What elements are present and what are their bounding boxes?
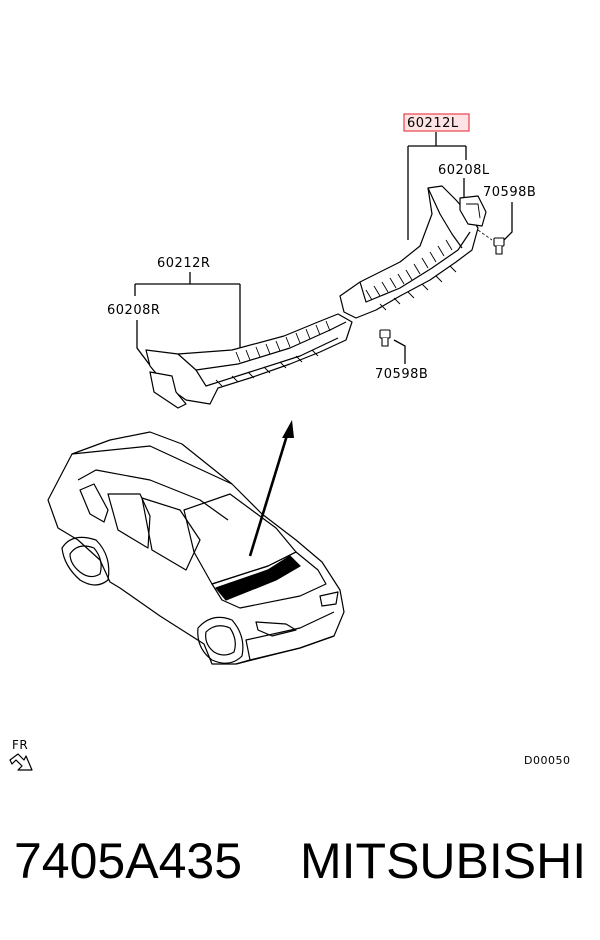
cowl-panel-assembly xyxy=(145,185,487,409)
label-70598B-top[interactable]: 70598B xyxy=(483,185,536,200)
location-arrow xyxy=(248,431,290,557)
clip-70598B-top xyxy=(493,237,505,255)
front-arrow-icon xyxy=(9,753,33,771)
label-60208R[interactable]: 60208R xyxy=(107,303,160,318)
label-70598B-bottom[interactable]: 70598B xyxy=(375,367,428,382)
brand-name: MITSUBISHI xyxy=(300,833,587,889)
bracket-60212R xyxy=(134,272,241,350)
diagram-code: D00050 xyxy=(524,754,570,767)
clip-70598B-bottom xyxy=(379,329,391,347)
leader-70598B-bottom xyxy=(393,339,406,364)
part-number: 7405A435 xyxy=(14,833,243,889)
label-FR: FR xyxy=(12,738,28,752)
bracket-60212L xyxy=(407,132,467,240)
label-60212L[interactable]: 60212L xyxy=(407,116,459,131)
label-60208L[interactable]: 60208L xyxy=(438,163,490,178)
vehicle-outline xyxy=(47,431,345,665)
label-60212R[interactable]: 60212R xyxy=(157,256,210,271)
highlight-box xyxy=(403,113,470,132)
location-arrowhead xyxy=(282,420,294,438)
leader-70598B-top xyxy=(503,202,513,241)
